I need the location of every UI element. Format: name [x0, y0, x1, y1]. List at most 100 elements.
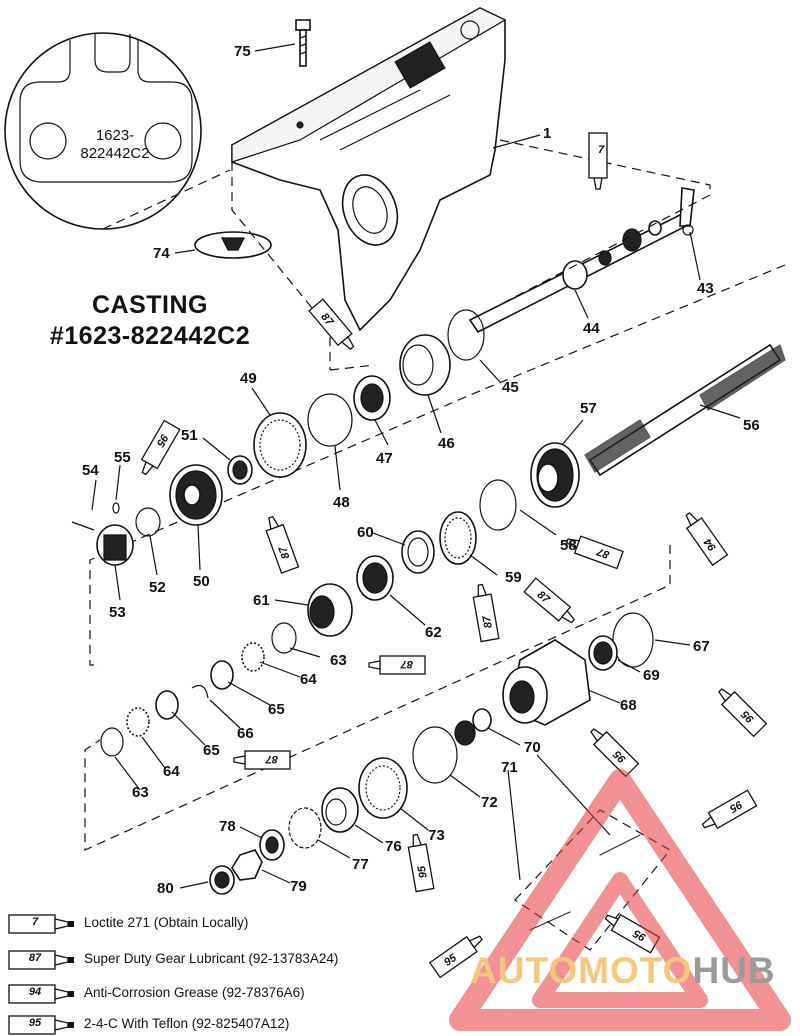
- callout-77: 77: [352, 856, 369, 873]
- legend-num-7: 7: [31, 916, 39, 928]
- callout-62: 62: [425, 624, 442, 641]
- bearing-51: [227, 455, 253, 485]
- callout-45: 45: [502, 379, 519, 396]
- washer-70b: [454, 720, 476, 746]
- callout-47: 47: [376, 450, 393, 467]
- tube-7-top: 7: [588, 132, 608, 190]
- callout-56: 56: [743, 417, 760, 434]
- watermark-part-1: AUTOMOTO: [470, 950, 693, 991]
- callout-63a: 63: [330, 652, 347, 669]
- callout-49: 49: [240, 370, 257, 387]
- tube-87-d: 87: [472, 583, 500, 643]
- svg-text:87: 87: [277, 544, 293, 560]
- gear-housing: [231, 7, 507, 332]
- tube-94: 94: [685, 512, 729, 567]
- callout-1: 1: [543, 125, 551, 142]
- bearing-69: [588, 635, 618, 671]
- callout-59: 59: [505, 569, 522, 586]
- svg-text:87: 87: [400, 658, 413, 670]
- tube-icon: [8, 914, 74, 934]
- inset-casting-number: 1623- 822442C2: [60, 127, 170, 163]
- legend-row-94: 94 Anti-Corrosion Grease (92-78376A6): [8, 983, 408, 1005]
- callout-69: 69: [643, 667, 660, 684]
- bearing-64b: [126, 707, 150, 737]
- legend-num-95: 95: [28, 1017, 42, 1029]
- pinion-gear-50: [169, 464, 223, 526]
- callout-57: 57: [580, 400, 597, 417]
- callout-68: 68: [620, 697, 637, 714]
- callout-72: 72: [481, 794, 498, 811]
- tube-95-g: 95: [428, 935, 483, 979]
- clip-66: [191, 685, 209, 699]
- lock-ring-72: [412, 726, 458, 784]
- prop-shaft-56: [584, 343, 786, 477]
- tube-87-b: 87: [265, 515, 300, 574]
- tube-95-e: 95: [701, 789, 758, 830]
- prop-nut-80: [209, 865, 235, 895]
- washer-70a: [472, 708, 492, 732]
- casting-title-line-1: CASTING: [92, 291, 208, 319]
- tube-87-g: 87: [233, 750, 291, 770]
- inset-line-1: 1623-: [95, 127, 135, 144]
- legend-label-95: 2-4-C With Teflon (92-825407A12): [84, 1016, 290, 1031]
- washer-65a: [210, 660, 234, 690]
- thrust-hub-78: [259, 829, 285, 861]
- tube-87-f: 87: [368, 655, 426, 675]
- callout-51: 51: [181, 427, 198, 444]
- shim-48: [307, 393, 353, 447]
- svg-text:94: 94: [702, 536, 719, 553]
- shift-shaft-44: [468, 213, 690, 334]
- legend-row-7: 7 Loctite 271 (Obtain Locally): [8, 913, 408, 935]
- svg-text:87: 87: [265, 753, 278, 765]
- callout-79: 79: [290, 878, 307, 895]
- tube-icon: [8, 950, 74, 970]
- cover-76: [321, 787, 359, 833]
- legend-row-95: 95 2-4-C With Teflon (92-825407A12): [8, 1014, 408, 1036]
- callout-54: 54: [82, 462, 99, 479]
- callout-61: 61: [253, 592, 270, 609]
- callout-65b: 65: [203, 742, 220, 759]
- pin-71: [529, 911, 571, 931]
- spool-71: [599, 834, 641, 856]
- callout-75: 75: [234, 43, 251, 60]
- tab-washer-77: [288, 807, 322, 849]
- tube-icon: [8, 1015, 74, 1035]
- svg-text:95: 95: [416, 864, 430, 879]
- callout-44: 44: [583, 320, 600, 337]
- legend-label-87: Super Duty Gear Lubricant (92-13783A24): [84, 951, 339, 966]
- tube-95-d: 95: [407, 833, 435, 893]
- pinion-nut-53: [96, 524, 134, 566]
- frame-housing-b: [329, 364, 376, 371]
- ring-63b: [100, 727, 124, 757]
- washer-52: [135, 507, 161, 537]
- callout-52: 52: [149, 579, 166, 596]
- callout-55: 55: [114, 449, 131, 466]
- bearing-64a: [241, 642, 265, 672]
- callout-43: 43: [697, 280, 714, 297]
- legend-label-7: Loctite 271 (Obtain Locally): [84, 915, 249, 930]
- pin-54: [71, 521, 95, 531]
- tab-washer-79: [231, 849, 263, 881]
- callout-74: 74: [153, 245, 170, 262]
- bearing-47: [353, 375, 391, 421]
- callout-70: 70: [524, 739, 541, 756]
- watermark-text: AUTOMOTOHUB: [470, 950, 776, 992]
- anode-74: [194, 231, 272, 259]
- svg-text:87: 87: [481, 614, 495, 629]
- callout-65a: 65: [268, 701, 285, 718]
- callout-labels: 75 1 74 43 44 45 49 46 47 48 56 57 51 55…: [82, 43, 760, 897]
- inset-leader: [102, 169, 231, 230]
- callout-64b: 64: [163, 763, 180, 780]
- callout-67: 67: [693, 638, 710, 655]
- watermark-part-2: HUB: [692, 950, 776, 991]
- callout-63b: 63: [132, 784, 149, 801]
- clutch-61: [307, 583, 353, 637]
- svg-text:7: 7: [598, 144, 605, 156]
- legend-num-87: 87: [28, 952, 42, 964]
- frame-housing: [231, 162, 331, 370]
- reverse-gear-57: [530, 442, 580, 508]
- callout-78: 78: [219, 818, 236, 835]
- shift-lever-43: [679, 187, 695, 236]
- legend-num-94: 94: [28, 986, 42, 998]
